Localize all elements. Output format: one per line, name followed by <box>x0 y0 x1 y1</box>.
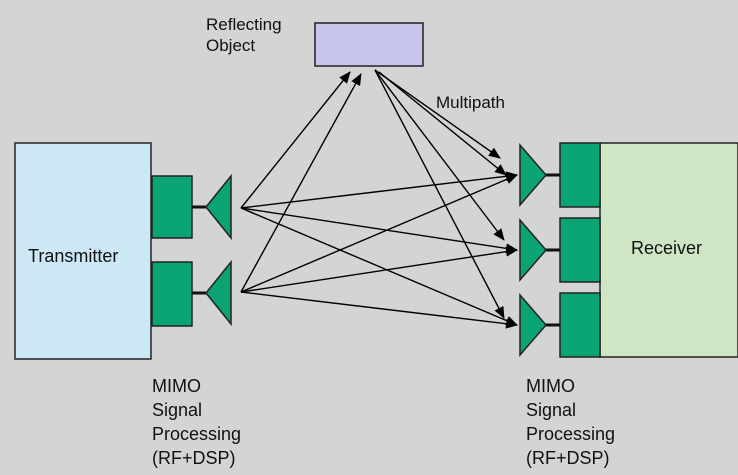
reflecting-object-label-line: Reflecting <box>206 15 282 34</box>
signal-path-arrow <box>374 69 501 159</box>
rx-processing-line: Signal <box>526 400 577 420</box>
rx-antenna-3 <box>519 292 601 358</box>
rx-processing-line: MIMO <box>526 376 575 396</box>
signal-path-arrow <box>240 246 518 293</box>
tx-antenna-2 <box>151 259 232 327</box>
tx-processing-line: MIMO <box>152 376 201 396</box>
receiver-label: Receiver <box>631 238 703 258</box>
signal-paths <box>240 69 518 329</box>
receiver-box <box>599 142 738 358</box>
signal-path-arrow <box>374 69 505 241</box>
rx-processing-label: MIMO Signal Processing (RF+DSP) <box>526 374 615 470</box>
tx-processing-label: MIMO Signal Processing (RF+DSP) <box>152 374 241 470</box>
reflecting-object-box <box>314 22 424 67</box>
rx-processing-line: (RF+DSP) <box>526 448 610 468</box>
transmitter-box <box>14 142 152 360</box>
rx-antenna-1 <box>519 142 601 208</box>
signal-path-arrow <box>240 207 518 326</box>
rx-processing-line: Processing <box>526 424 616 444</box>
tx-processing-line: Processing <box>152 424 242 444</box>
signal-path-arrow <box>240 71 351 209</box>
signal-path-arrow <box>378 71 507 176</box>
signal-path-arrow <box>240 291 518 329</box>
signal-path-arrow <box>240 174 518 293</box>
signal-path-arrow <box>240 171 518 209</box>
transmitter-label: Transmitter <box>28 246 119 266</box>
tx-antenna-1 <box>151 173 232 241</box>
rx-antenna-2 <box>519 217 601 283</box>
tx-processing-line: (RF+DSP) <box>152 448 236 468</box>
reflecting-object-label-line: Object <box>206 36 256 55</box>
signal-path-arrow <box>240 73 362 293</box>
reflecting-object-label: Reflecting Object <box>206 14 282 56</box>
tx-processing-line: Signal <box>152 400 203 420</box>
signal-path-arrow <box>240 207 518 254</box>
multipath-label: Multipath <box>436 93 505 112</box>
signal-path-arrow <box>374 69 505 319</box>
